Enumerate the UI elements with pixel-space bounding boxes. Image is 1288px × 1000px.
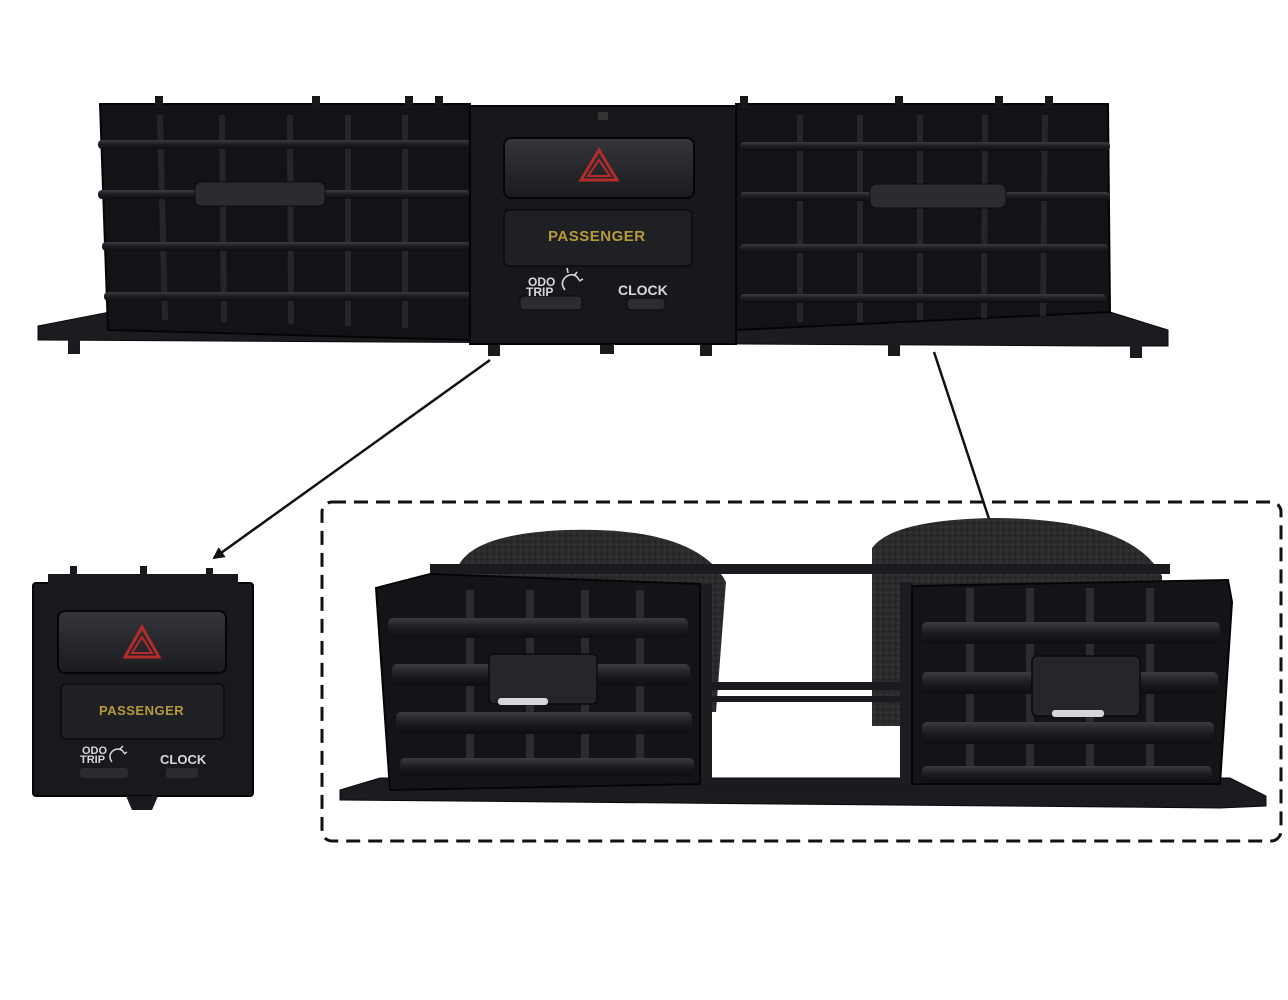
main-clock-label: CLOCK: [618, 282, 668, 298]
detail-trip-label: TRIP: [80, 754, 106, 766]
main-switch-panel: [469, 105, 737, 345]
vent-detail: [339, 518, 1267, 809]
detail-clock-label: CLOCK: [160, 752, 207, 767]
main-left-slats: [98, 140, 470, 301]
detail-right-slats: [922, 622, 1220, 782]
detail-odo-button-face: [80, 768, 128, 778]
main-left-vent-knob: [194, 181, 326, 207]
detail-clock-button-face: [166, 768, 198, 778]
arrow-to-vent-detail: [932, 351, 998, 539]
detail-dimmer-dial-icon: [109, 745, 128, 763]
main-odo-button-face: [519, 295, 583, 311]
main-clock-button-face: [626, 297, 666, 311]
main-passenger-indicator-label: PASSENGER: [548, 228, 646, 245]
main-dimmer-dial-icon: [561, 267, 584, 291]
arrow-to-switch-detail: [212, 358, 491, 560]
detail-left-vent-knob: [488, 653, 598, 705]
detail-hazard-triangle-icon: [122, 623, 162, 659]
detail-right-vent-knob: [1031, 655, 1141, 717]
main-odo-label: ODO: [528, 275, 556, 289]
main-right-vent: [735, 96, 1112, 332]
switch-panel-detail: [32, 566, 254, 810]
detail-hazard-button-face: [57, 610, 227, 674]
detail-passenger-indicator-label: PASSENGER: [99, 703, 185, 718]
main-right-vent-knob: [869, 183, 1007, 209]
vent-detail-dashed-frame: [320, 500, 1283, 843]
detail-left-vent: [374, 572, 701, 792]
main-left-vent: [98, 96, 471, 342]
main-hazard-button-face: [503, 137, 695, 199]
main-hazard-triangle-icon: [578, 147, 620, 182]
detail-right-vent: [911, 578, 1234, 785]
detail-passenger-window: [60, 683, 225, 740]
main-passenger-window: [503, 209, 693, 267]
main-vent-assembly: [37, 96, 1169, 358]
main-trip-label: TRIP: [526, 285, 554, 299]
detail-odo-label: ODO: [82, 745, 108, 757]
